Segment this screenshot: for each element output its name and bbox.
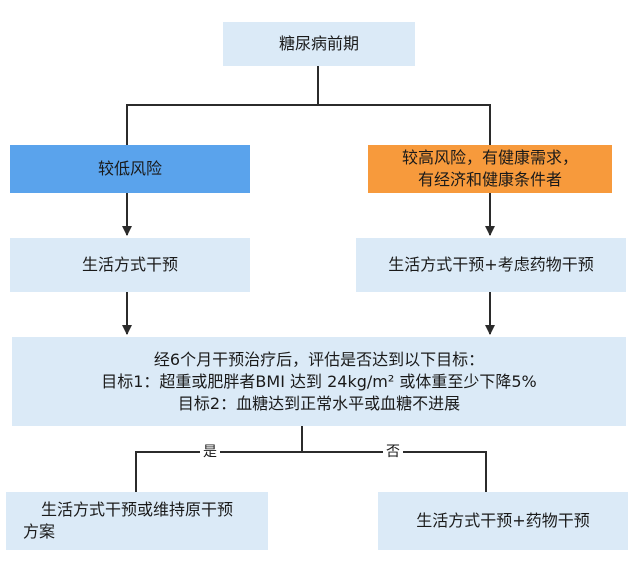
node-prediabetes: 糖尿病前期 xyxy=(223,22,415,66)
node-lifestyle-plus-drug-label: 生活方式干预+药物干预 xyxy=(416,511,590,530)
branch-line-bottom-right xyxy=(302,451,487,492)
node-lifestyle-drug-consider: 生活方式干预+考虑药物干预 xyxy=(356,238,626,292)
node-maintain-intervention: 生活方式干预或维持原干预 方案 xyxy=(6,492,268,550)
node-lifestyle-intervention: 生活方式干预 xyxy=(10,238,250,292)
node-high-risk: 较高风险，有健康需求， 有经济和健康条件者 xyxy=(368,145,612,193)
node-lifestyle-drug-consider-label: 生活方式干预+考虑药物干预 xyxy=(388,255,594,274)
branch-line-top xyxy=(126,66,319,145)
node-maintain-line2: 方案 xyxy=(23,522,56,541)
node-evaluation: 经6个月干预治疗后，评估是否达到以下目标： 目标1：超重或肥胖者BMI 达到 2… xyxy=(12,337,626,426)
node-prediabetes-label: 糖尿病前期 xyxy=(278,34,359,53)
node-maintain-line1: 生活方式干预或维持原干预 xyxy=(40,500,233,519)
edge-label-no: 否 xyxy=(383,444,403,460)
node-evaluation-line2: 目标1：超重或肥胖者BMI 达到 24kg/m² 或体重至少下降5% xyxy=(101,371,537,391)
branch-line-top-right xyxy=(318,104,491,145)
node-low-risk-label: 较低风险 xyxy=(97,159,162,178)
node-high-risk-line2: 有经济和健康条件者 xyxy=(417,170,562,189)
node-high-risk-line1: 较高风险，有健康需求， xyxy=(401,148,578,167)
node-lifestyle-plus-drug: 生活方式干预+药物干预 xyxy=(378,492,628,550)
node-evaluation-line1: 经6个月干预治疗后，评估是否达到以下目标： xyxy=(153,349,485,369)
node-evaluation-line3: 目标2：血糖达到正常水平或血糖不进展 xyxy=(177,393,461,413)
node-lifestyle-intervention-label: 生活方式干预 xyxy=(81,255,178,274)
node-low-risk: 较低风险 xyxy=(10,145,250,193)
edge-label-yes: 是 xyxy=(200,444,220,460)
